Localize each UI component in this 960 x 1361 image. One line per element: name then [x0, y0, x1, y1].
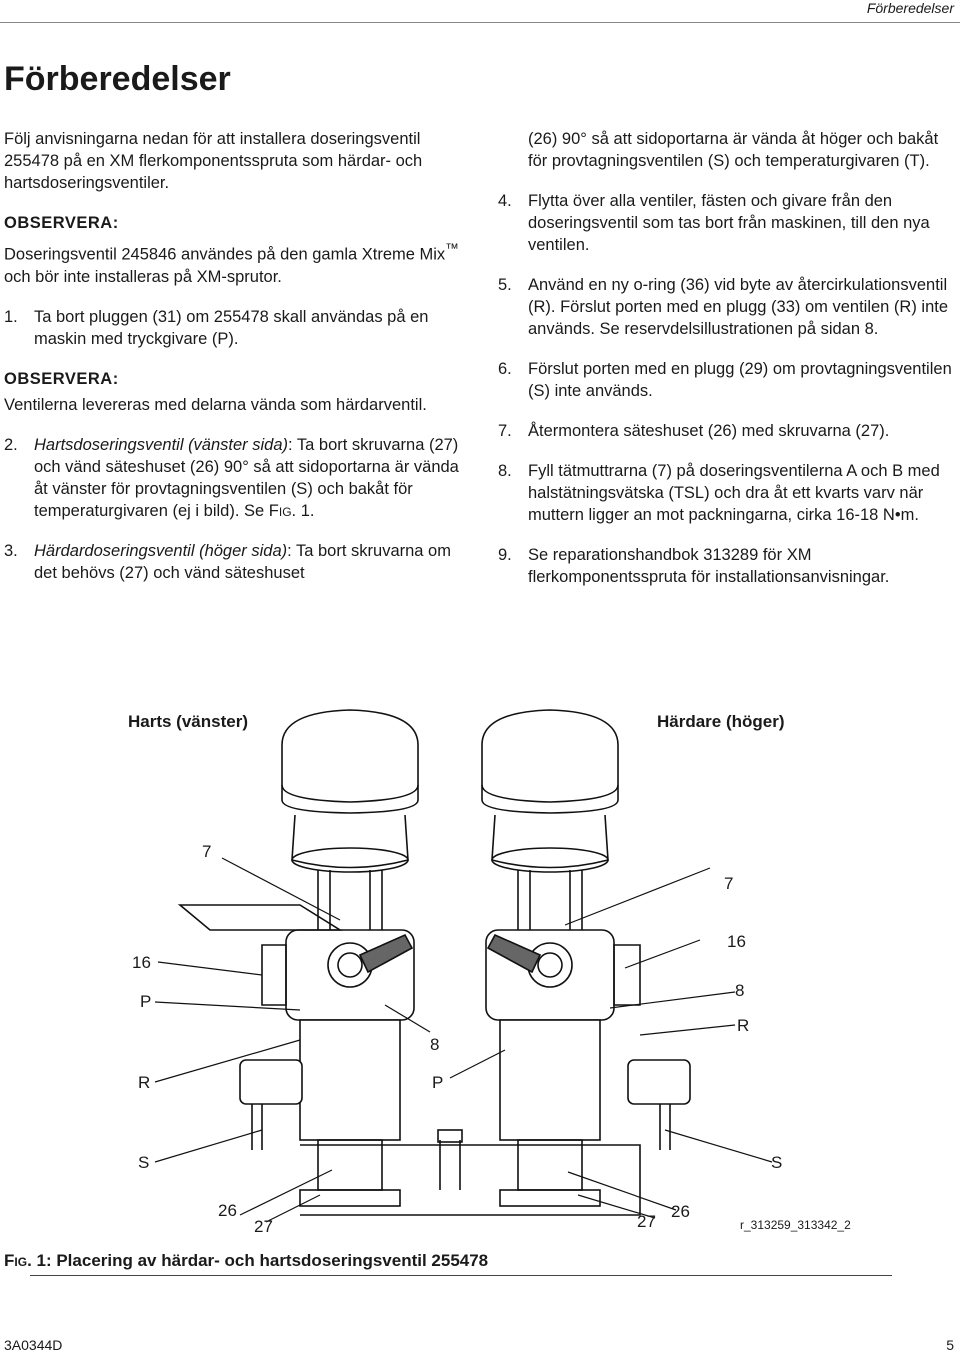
intro-paragraph: Följ anvisningarna nedan för att install…	[4, 130, 423, 192]
callout-8: 8	[735, 981, 745, 1000]
figure-caption: Fig. 1: Placering av härdar- och hartsdo…	[4, 1251, 488, 1271]
callout-P: P	[140, 992, 152, 1011]
callout-16: 16	[132, 953, 151, 972]
continued-text: (26) 90° så att sidoportarna är vända åt…	[528, 130, 939, 170]
callout-7: 7	[724, 874, 734, 893]
step-number: 4.	[498, 192, 512, 210]
step-title: Hartsdoseringsventil (vänster sida)	[34, 435, 289, 454]
callout-R: R	[737, 1016, 750, 1035]
callout-8: 8	[430, 1035, 440, 1054]
note-text-a: Doseringsventil 245846 användes på den g…	[4, 245, 446, 264]
figure-label-left: Harts (vänster)	[128, 712, 248, 731]
step-number: 5.	[498, 276, 512, 294]
page-title: Förberedelser	[4, 60, 231, 98]
left-column: Följ anvisningarna nedan för att install…	[4, 128, 464, 602]
right-steps: 4. Flytta över alla ventiler, fästen och …	[498, 190, 953, 588]
callout-16: 16	[727, 932, 746, 951]
running-header: Förberedelser	[866, 0, 954, 16]
step-number: 3.	[4, 541, 18, 560]
step-text: Flytta över alla ventiler, fästen och gi…	[528, 192, 930, 254]
fig-ref: Fig	[268, 501, 292, 520]
step-body: : Ta bort skruvarna om det behövs (27) o…	[34, 541, 451, 582]
step-8: 8. Fyll tätmuttrarna (7) på doseringsvent…	[498, 460, 953, 526]
figure-code: r_313259_313342_2	[740, 1218, 851, 1232]
step-body-end: . 1.	[291, 501, 315, 520]
step-text: Använd en ny o-ring (36) vid byte av åte…	[528, 276, 949, 338]
note-text: Doseringsventil 245846 användes på den g…	[4, 238, 464, 288]
step-text: Fyll tätmuttrarna (7) på doseringsventil…	[528, 462, 940, 524]
callout-S: S	[771, 1153, 783, 1172]
step-6: 6. Förslut porten med en plugg (29) om pr…	[498, 358, 953, 402]
callout-S: S	[138, 1153, 150, 1172]
note-text: Ventilerna levereras med delarna vända s…	[4, 395, 427, 414]
step-body: : Ta bort skruvarna (27) och vänd sätesh…	[34, 435, 459, 520]
step-text: Förslut porten med en plugg (29) om prov…	[528, 360, 952, 400]
callout-P: P	[432, 1073, 444, 1092]
step-number: 2.	[4, 435, 18, 454]
step-3: 3. Härdardoseringsventil (höger sida): T…	[4, 540, 464, 584]
step-text: Hartsdoseringsventil (vänster sida): Ta …	[34, 434, 464, 522]
note-heading: OBSERVERA:	[4, 369, 119, 388]
step-number: 8.	[498, 462, 512, 480]
step-number: 7.	[498, 422, 512, 440]
callout-26: 26	[218, 1201, 237, 1220]
step-text: Återmontera säteshuset (26) med skruvarn…	[528, 422, 890, 440]
caption-text: . 1: Placering av härdar- och hartsdoser…	[27, 1251, 489, 1270]
step-text: Se reparationshandbok 313289 för XM fler…	[528, 546, 890, 586]
step-7: 7. Återmontera säteshuset (26) med skruva…	[498, 420, 953, 442]
callout-7: 7	[202, 842, 212, 861]
callout-26: 26	[671, 1202, 690, 1221]
step-4: 4. Flytta över alla ventiler, fästen och …	[498, 190, 953, 256]
caption-rule	[30, 1275, 892, 1276]
step-title: Härdardoseringsventil (höger sida)	[34, 541, 288, 560]
callout-R: R	[138, 1073, 151, 1092]
figure-label-right: Härdare (höger)	[657, 712, 785, 731]
note-text-b: och bör inte installeras på XM-sprutor.	[4, 267, 282, 286]
step-1: 1. Ta bort pluggen (31) om 255478 skall …	[4, 306, 464, 350]
header-rule	[0, 22, 960, 23]
caption-fig: Fig	[4, 1251, 28, 1270]
page-number: 5	[946, 1337, 954, 1353]
step-9: 9. Se reparationshandbok 313289 för XM fl…	[498, 544, 953, 588]
callout-27: 27	[637, 1212, 656, 1231]
right-column: (26) 90° så att sidoportarna är vända åt…	[498, 128, 953, 606]
step-number: 9.	[498, 546, 512, 564]
valve-illustration	[154, 709, 773, 1223]
step-text: Ta bort pluggen (31) om 255478 skall anv…	[34, 307, 429, 348]
step-5: 5. Använd en ny o-ring (36) vid byte av å…	[498, 274, 953, 340]
step-text: Härdardoseringsventil (höger sida): Ta b…	[34, 540, 464, 584]
callout-27: 27	[254, 1217, 273, 1236]
trademark-mark: ™	[445, 241, 459, 256]
step-number: 1.	[4, 307, 18, 326]
step-2: 2. Hartsdoseringsventil (vänster sida): …	[4, 434, 464, 522]
document-number: 3A0344D	[4, 1337, 63, 1353]
note-heading: OBSERVERA:	[4, 214, 119, 232]
step-number: 6.	[498, 360, 512, 378]
